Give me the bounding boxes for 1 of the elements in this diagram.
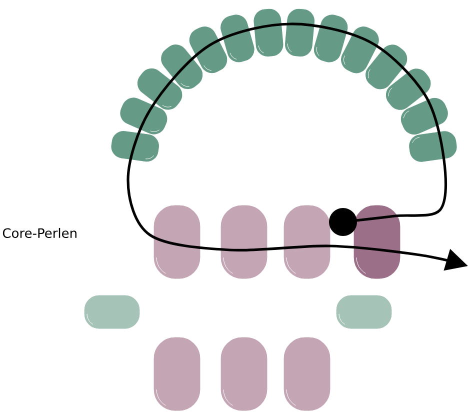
label: Core-Perlen — [2, 228, 76, 238]
